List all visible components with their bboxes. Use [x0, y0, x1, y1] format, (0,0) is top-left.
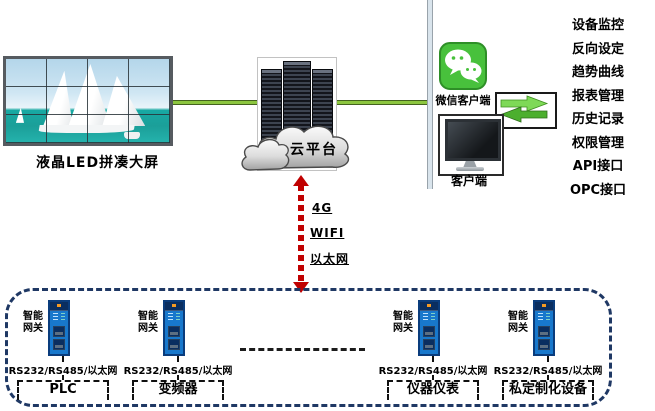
ellipsis-line — [240, 348, 365, 351]
gateway-top-panel — [165, 302, 183, 311]
device-bracket: 仪器仪表 — [387, 380, 479, 400]
gateway-port — [53, 326, 65, 337]
gateway-label: 智能网关 — [393, 311, 413, 334]
device-name: 仪器仪表 — [406, 382, 459, 397]
wechat-client-label: 微信客户端 — [435, 94, 491, 107]
wechat-icon — [439, 42, 487, 90]
device-bracket: 私定制化设备 — [502, 380, 594, 400]
connector-dashed — [432, 375, 434, 380]
gateway-top-panel — [535, 302, 553, 311]
feature-item: 历史记录 — [571, 112, 624, 127]
gateway-group-custom: 智能网关 RS232/RS485/以太网 私定制化设备 — [493, 298, 603, 400]
feature-item: 权限管理 — [571, 135, 624, 151]
gateway-device — [48, 300, 70, 356]
monitor-stand — [463, 161, 477, 168]
red-arrowhead-down — [293, 282, 309, 293]
device-bracket: 变频器 — [132, 380, 224, 400]
videowall-label: 液晶LED拼凑大屏 — [36, 155, 160, 171]
link-label-wifi: WIFI — [310, 226, 345, 240]
gateway-port — [423, 326, 435, 337]
gateway-port — [538, 326, 550, 337]
link-label-ethernet: 以太网 — [310, 252, 350, 266]
gateway-port — [168, 339, 180, 350]
device-name: 变频器 — [158, 382, 198, 397]
monitor-base — [456, 167, 484, 171]
connector-line — [177, 356, 179, 362]
gateway-device — [418, 300, 440, 356]
cloud-label: 云平台 — [290, 142, 338, 158]
red-arrowhead-up — [293, 175, 309, 186]
red-dashed-link — [298, 185, 304, 283]
link-line-right — [335, 100, 427, 105]
client-monitor — [438, 114, 504, 176]
gateway-port — [423, 339, 435, 350]
monitor-screen — [445, 119, 501, 161]
gateway-group-vfd: 智能网关 RS232/RS485/以太网 变频器 — [123, 298, 233, 400]
gateway-device — [533, 300, 555, 356]
sync-arrows-icon — [499, 95, 549, 123]
gateway-leds — [165, 311, 183, 324]
connector-line — [432, 356, 434, 362]
device-zone-border — [5, 288, 612, 407]
bus-label: RS232/RS485/以太网 — [378, 366, 488, 377]
connector-dashed — [177, 375, 179, 380]
link-line-left — [173, 100, 257, 105]
gateway-leds — [535, 311, 553, 324]
connector-line — [547, 356, 549, 362]
gateway-leds — [50, 311, 68, 324]
connector-line — [62, 356, 64, 362]
connector-dashed — [547, 375, 549, 380]
gateway-group-plc: 智能网关 RS232/RS485/以太网 PLC — [8, 298, 118, 400]
bus-label: RS232/RS485/以太网 — [8, 366, 118, 377]
feature-item: 趋势曲线 — [571, 65, 624, 80]
gateway-label: 智能网关 — [23, 311, 43, 334]
gateway-port — [538, 339, 550, 350]
feature-item: OPC接口 — [569, 182, 627, 198]
connector-dashed — [62, 375, 64, 380]
videowall-screen — [3, 56, 173, 146]
client-bus-bar — [427, 0, 433, 189]
gateway-label: 智能网关 — [508, 311, 528, 334]
sailboat-image — [6, 59, 170, 143]
gateway-leds — [420, 311, 438, 324]
bus-label: RS232/RS485/以太网 — [123, 366, 233, 377]
gateway-label: 智能网关 — [138, 311, 158, 334]
device-name: PLC — [49, 382, 77, 397]
feature-item: 设备监控 — [571, 18, 624, 33]
bus-label: RS232/RS485/以太网 — [493, 366, 603, 377]
gateway-top-panel — [420, 302, 438, 311]
videowall-grid-lines — [6, 59, 170, 143]
gateway-port — [53, 339, 65, 350]
feature-item: 反向设定 — [571, 41, 624, 57]
device-name: 私定制化设备 — [508, 382, 587, 397]
feature-item: 报表管理 — [571, 88, 624, 104]
link-label-4g: 4G — [312, 201, 333, 215]
pc-client-label: 客户端 — [450, 174, 487, 188]
feature-item: API接口 — [572, 159, 624, 174]
device-bracket: PLC — [17, 380, 109, 400]
gateway-top-panel — [50, 302, 68, 311]
gateway-port — [168, 326, 180, 337]
cloud-shape — [241, 125, 350, 171]
gateway-device — [163, 300, 185, 356]
gateway-group-instruments: 智能网关 RS232/RS485/以太网 仪器仪表 — [378, 298, 488, 400]
sync-arrows-box — [495, 92, 557, 129]
feature-list: 设备监控 反向设定 趋势曲线 报表管理 历史记录 权限管理 API接口 OPC接… — [548, 14, 648, 202]
